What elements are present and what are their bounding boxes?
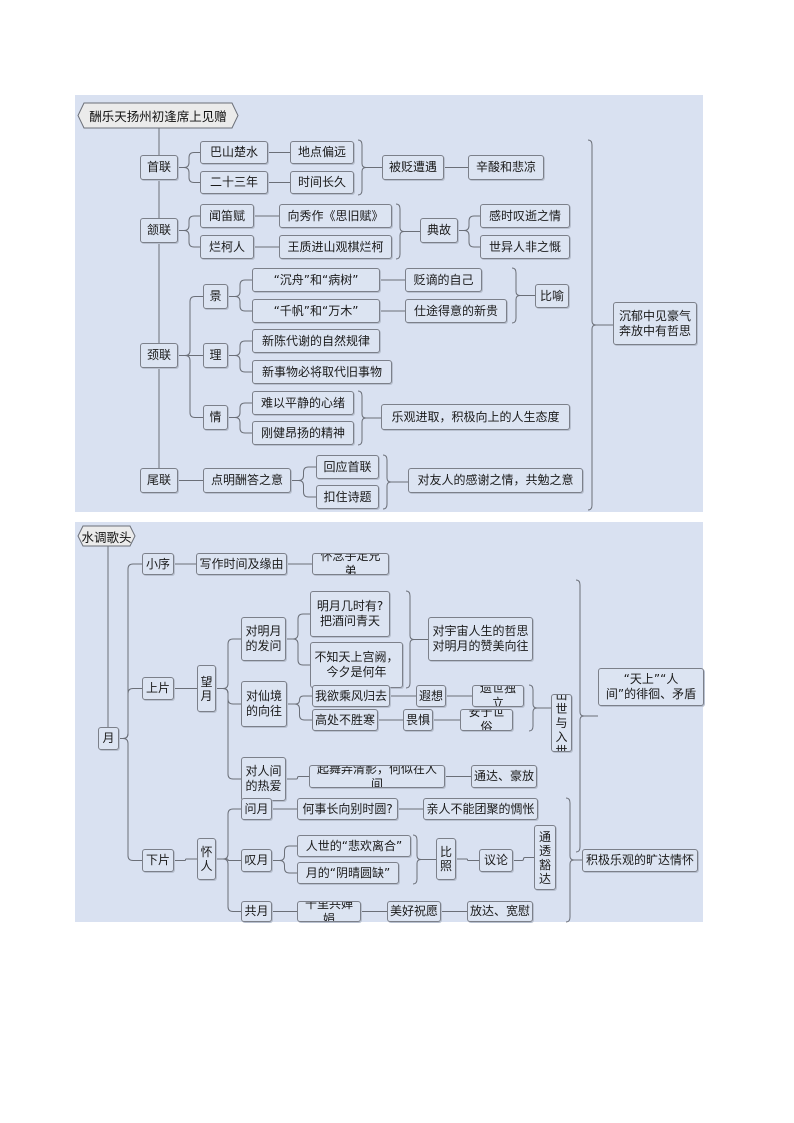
poem1-node: 二十三年 (200, 171, 268, 194)
poem2-node: 起舞弄清影，何似在人间 (309, 765, 445, 788)
poem2-node: 对仙境 的向往 (241, 681, 287, 727)
poem2-node: 问月 (241, 798, 272, 820)
poem2-node: 通透豁达 (534, 825, 556, 890)
poem2-node: 比照 (436, 838, 456, 880)
poem1-node: 点明酬答之意 (203, 468, 291, 493)
poem2-node: 不知天上宫阙， 今夕是何年 (310, 642, 403, 688)
poem2-node: 望月 (197, 665, 216, 712)
poem1-node: “沉舟”和“病树” (252, 268, 380, 292)
poem1-node: 理 (203, 343, 228, 368)
poem2-node: 出世与入世 (551, 694, 572, 752)
poem2-node: 我欲乘风归去 (312, 685, 390, 707)
poem2-node: 人世的“悲欢离合” (297, 835, 411, 857)
poem1-node: 巴山楚水 (200, 141, 268, 164)
poem2-node: “天上”“人 间”的徘徊、矛盾 (598, 668, 704, 706)
poem2-title: 水调歌头 (81, 529, 132, 545)
poem1-node: 地点偏远 (290, 141, 354, 164)
poem2-node: 亲人不能团聚的惆怅 (423, 798, 538, 820)
poem1-node: 闻笛赋 (200, 204, 254, 228)
poem2-node: 遗世独立 (472, 685, 524, 707)
poem2-node: 下片 (142, 849, 174, 872)
poem1-node: 新陈代谢的自然规律 (252, 329, 380, 353)
poem1-node: 烂柯人 (200, 235, 254, 259)
poem2-node: 月 (98, 727, 119, 750)
poem1-node: 颔联 (140, 218, 178, 243)
poem2-node: 月的“阴晴圆缺” (297, 862, 399, 884)
poem1-node: 感时叹逝之情 (480, 204, 570, 228)
poem1-node: 沉郁中见豪气 奔放中有哲思 (613, 302, 697, 345)
poem1-node: 尾联 (140, 468, 178, 493)
poem1-node: 扣住诗题 (316, 485, 379, 509)
poem2-node: 遐想 (416, 685, 446, 707)
poem2-node: 美好祝愿 (387, 901, 441, 922)
poem2-node: 怀人 (197, 838, 216, 880)
poem1-node: “千帆”和“万木” (252, 299, 380, 323)
poem2-node: 高处不胜寒 (312, 709, 378, 731)
poem1-node: 时间长久 (290, 171, 354, 194)
poem2-node: 何事长向别时圆? (297, 798, 398, 820)
poem1-node: 颈联 (140, 343, 178, 368)
poem1-node: 乐观进取，积极向上的人生态度 (381, 404, 570, 430)
poem1-node: 仕途得意的新贵 (405, 299, 507, 323)
poem2-node: 对宇宙人生的哲思 对明月的赞美向往 (428, 617, 533, 661)
poem2-node: 共月 (241, 901, 272, 922)
poem2-node: 畏惧 (403, 709, 433, 731)
poem1-node: 刚健昂扬的精神 (252, 421, 354, 445)
poem1-node: 景 (203, 284, 228, 309)
poem1-node: 向秀作《思旧赋》 (279, 204, 392, 228)
poem1-node: 首联 (140, 155, 178, 180)
poem2-node: 议论 (479, 849, 513, 872)
poem1-node: 辛酸和悲凉 (468, 155, 544, 180)
poem1-node: 王质进山观棋烂柯 (279, 235, 392, 259)
poem1-node: 被贬遭遇 (382, 155, 444, 180)
poem2-node: 安于世俗 (460, 709, 513, 731)
poem2-node: 上片 (142, 677, 174, 700)
poem1-node: 贬谪的自己 (405, 268, 482, 292)
poem2-node: 积极乐观的旷达情怀 (582, 849, 698, 872)
poem2-node: 小序 (142, 553, 174, 575)
poem1-node: 比喻 (535, 284, 569, 308)
poem1-title: 酬乐天扬州初逢席上见赠 (89, 109, 227, 124)
poem2-node: 对人间 的热爱 (241, 757, 286, 801)
poem2-node: 放达、宽慰 (467, 901, 533, 922)
poem2-node: 怀念手足兄弟 (312, 553, 389, 575)
poem1-node: 对友人的感谢之情，共勉之意 (408, 468, 583, 493)
poem1-node: 新事物必将取代旧事物 (252, 360, 392, 384)
poem1-node: 典故 (420, 218, 458, 243)
poem2-node: 对明月 的发问 (241, 617, 286, 661)
poem1-node: 世异人非之慨 (480, 235, 570, 259)
poem2-node: 通达、豪放 (471, 765, 537, 788)
poem1-node: 回应首联 (316, 455, 379, 479)
poem2-node: 写作时间及缘由 (196, 553, 287, 575)
poem2-node: 叹月 (241, 849, 272, 872)
poem1-node: 情 (203, 405, 228, 430)
poem2-node: 明月几时有? 把酒问青天 (310, 591, 390, 637)
poem1-node: 难以平静的心绪 (252, 391, 354, 415)
poem2-node: 千里共婵娟 (297, 901, 361, 922)
